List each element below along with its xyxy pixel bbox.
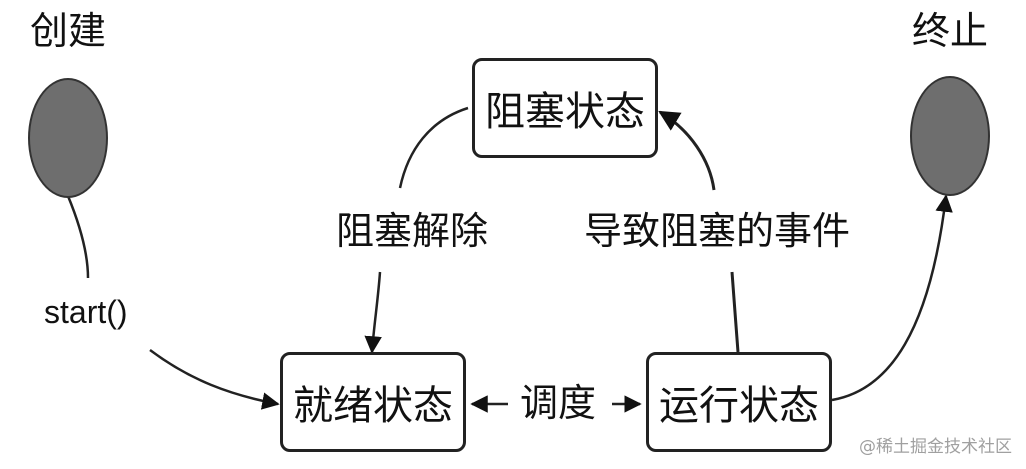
terminate-label: 终止 bbox=[912, 9, 989, 53]
terminate-node bbox=[910, 76, 990, 196]
connector-running-to-end bbox=[831, 194, 953, 402]
connector-running-to-blocked-lower bbox=[730, 271, 740, 353]
create-node bbox=[28, 78, 108, 198]
schedule-label: 调度 bbox=[520, 381, 597, 425]
create-label: 创建 bbox=[30, 9, 107, 53]
start-call-label: start() bbox=[44, 294, 128, 330]
block-event-label: 导致阻塞的事件 bbox=[584, 209, 851, 253]
running-state-box: 运行状态 bbox=[646, 352, 832, 452]
ready-state-box: 就绪状态 bbox=[280, 352, 466, 452]
unblock-label: 阻塞解除 bbox=[336, 209, 489, 253]
connector-blocked-to-ready-lower bbox=[364, 271, 382, 354]
blocked-state-box: 阻塞状态 bbox=[472, 58, 658, 158]
connector-running-to-blocked-upper bbox=[658, 110, 716, 191]
connector-create-to-ready-upper bbox=[66, 195, 90, 279]
connector-create-to-ready-lower bbox=[149, 348, 280, 410]
connector-blocked-to-ready-upper bbox=[398, 106, 469, 189]
watermark: @稀土掘金技术社区 bbox=[859, 437, 1012, 457]
